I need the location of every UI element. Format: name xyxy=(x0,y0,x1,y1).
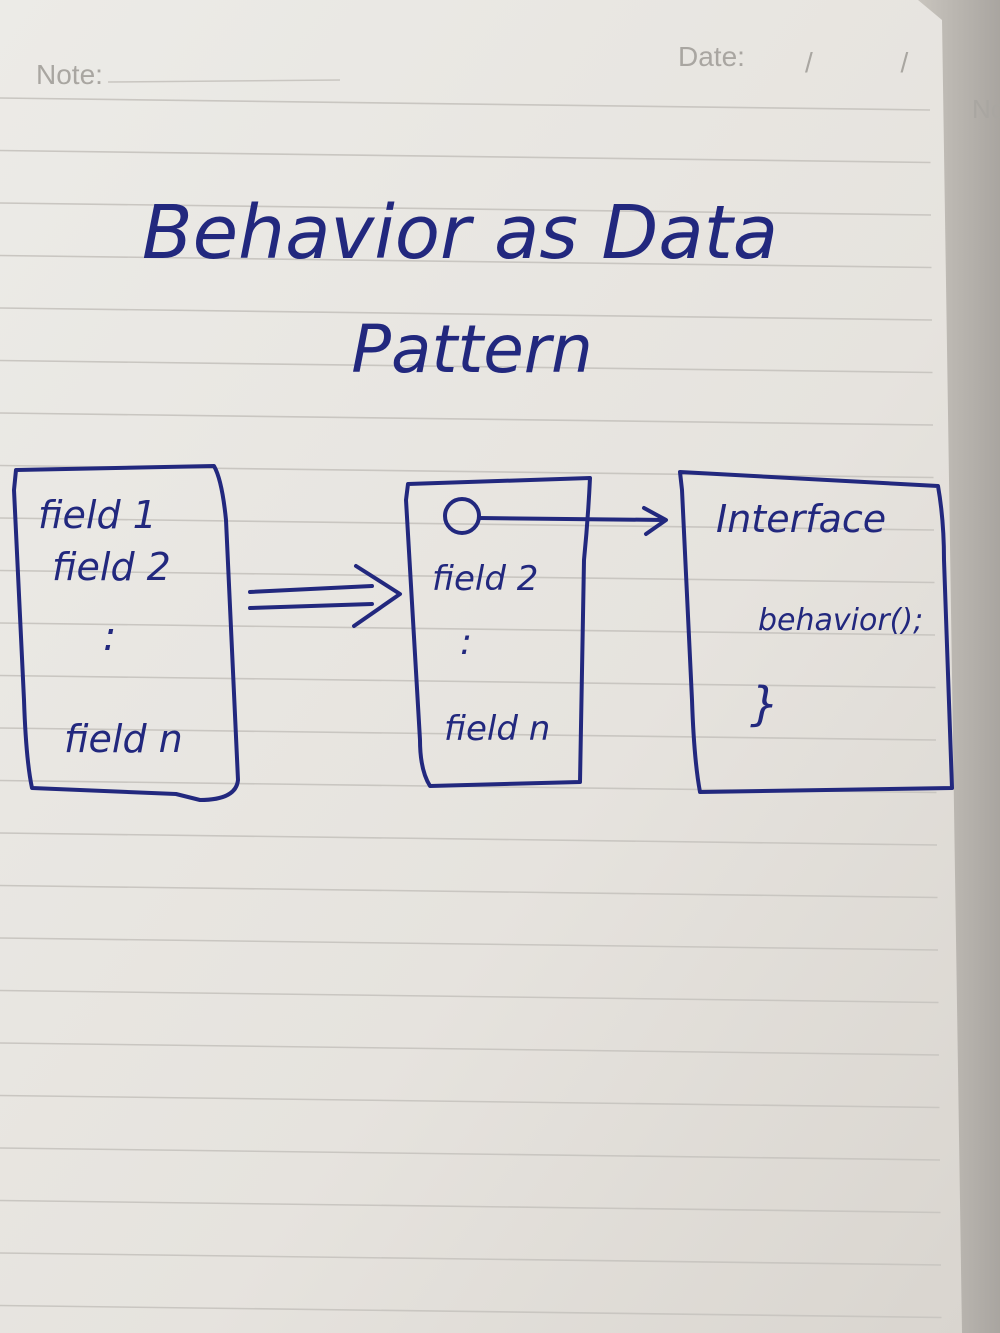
ruled-line xyxy=(0,149,931,164)
ruled-line xyxy=(0,1252,942,1266)
ruled-line xyxy=(0,1147,941,1161)
ruled-line xyxy=(0,412,934,426)
original-field-2: field 2 xyxy=(52,545,171,589)
interface-border xyxy=(678,470,954,794)
interface-closing-brace: } xyxy=(750,677,779,731)
ruled-line xyxy=(0,622,936,636)
double-arrow-line-top xyxy=(248,584,374,594)
transform-double-arrow xyxy=(248,564,402,628)
original-object-border xyxy=(12,464,240,802)
original-object-box: field 1 field 2 : field n xyxy=(12,464,240,802)
diagram-title-line2: Pattern xyxy=(351,311,593,388)
ruled-line xyxy=(0,884,938,899)
ruled-line xyxy=(0,1094,940,1109)
ruled-line xyxy=(0,517,935,531)
date-separators: / / xyxy=(805,47,948,78)
transformed-field-n: field n xyxy=(444,709,550,749)
ruled-line xyxy=(0,1042,940,1056)
transformed-object-box: field 2 : field n xyxy=(404,476,592,788)
ruled-line xyxy=(0,674,936,689)
transformed-field-ellipsis: : xyxy=(460,622,472,663)
ruled-line xyxy=(0,727,937,741)
ruled-line xyxy=(0,97,931,111)
reference-arrow-head xyxy=(642,506,668,536)
ruled-line xyxy=(0,937,939,951)
ruled-line xyxy=(0,1199,941,1214)
ruled-line xyxy=(0,359,933,374)
ruled-line xyxy=(0,202,932,216)
double-arrow-line-bottom xyxy=(248,602,374,610)
interface-method: behavior(); xyxy=(758,603,923,638)
ruled-line xyxy=(0,832,938,846)
next-page-note-label: No xyxy=(972,94,1000,124)
note-label: Note: xyxy=(36,59,103,90)
reference-arrow xyxy=(477,506,668,536)
date-label: Date: xyxy=(678,41,745,72)
diagram-title-line1: Behavior as Data xyxy=(142,190,778,276)
ruled-line xyxy=(0,1304,942,1319)
transformed-field-2: field 2 xyxy=(432,559,538,599)
ruled-line xyxy=(0,989,939,1004)
note-underline xyxy=(107,79,341,83)
ruled-line xyxy=(0,307,933,321)
ruled-line xyxy=(0,569,935,584)
ruled-line xyxy=(0,254,932,269)
double-arrow-head xyxy=(352,564,402,628)
interface-box: Interface behavior(); } xyxy=(678,470,954,794)
original-field-1: field 1 xyxy=(38,493,157,537)
original-field-ellipsis: : xyxy=(103,614,116,660)
interface-name: Interface xyxy=(716,497,886,541)
transformed-object-border xyxy=(404,476,592,788)
original-field-n: field n xyxy=(64,717,183,761)
reference-arrow-line xyxy=(477,516,666,522)
